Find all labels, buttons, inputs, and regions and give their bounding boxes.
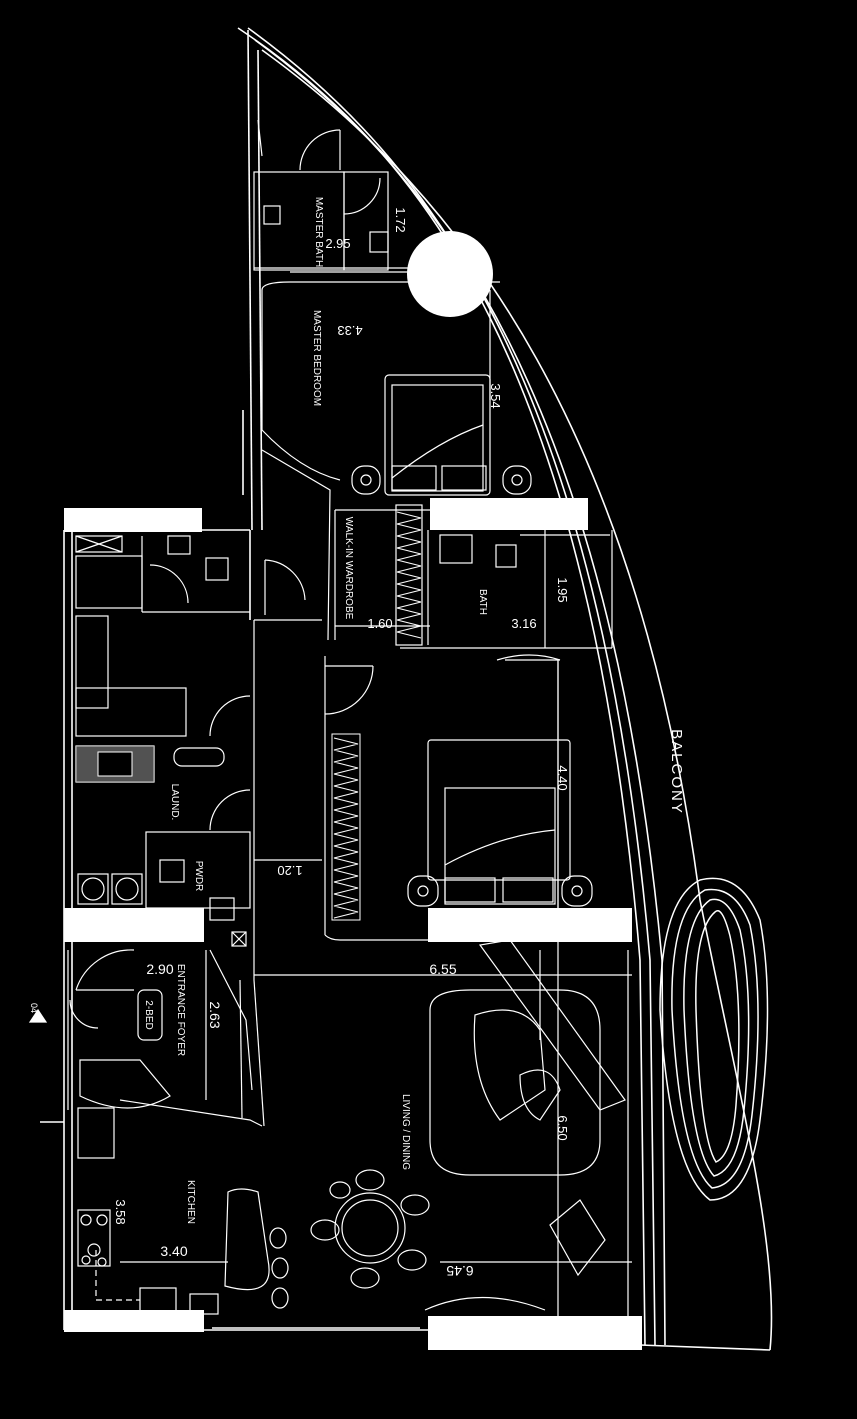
laundry-sink-pattern: [76, 746, 154, 782]
dim-4-33: 4.33: [337, 323, 362, 338]
service-block: [75, 535, 251, 921]
label-bath: BATH: [477, 589, 488, 615]
master-bath: [253, 119, 410, 273]
label-master-bath: MASTER BATH: [313, 197, 324, 267]
dim-1-72: 1.72: [393, 207, 408, 232]
dim-6-55: 6.55: [429, 961, 456, 977]
dim-6-50: 6.50: [555, 1115, 570, 1140]
dim-2-95: 2.95: [325, 236, 350, 251]
entrance-foyer: [28, 931, 265, 1127]
dim-1-60: 1.60: [367, 616, 392, 631]
dim-6-45: 6.45: [446, 1263, 473, 1279]
label-laund: LAUND.: [169, 784, 180, 821]
kitchen: [77, 1107, 289, 1317]
corridor: [253, 559, 322, 980]
balcony-planter: [659, 877, 769, 1201]
dim-2-63: 2.63: [207, 1001, 223, 1028]
dimension-labels: 2.95 1.72 4.33 3.54 1.60 3.16 1.95 4.40 …: [113, 207, 570, 1279]
label-master-bedroom: MASTER BEDROOM: [311, 310, 322, 406]
dim-3-40: 3.40: [160, 1243, 187, 1259]
master-bedroom: [261, 281, 532, 496]
label-2bed-tag: 2-BED: [143, 1000, 154, 1029]
dim-3-58: 3.58: [113, 1199, 128, 1224]
dim-2-90: 2.90: [146, 961, 173, 977]
label-pwdr: PWDR: [193, 861, 204, 892]
dim-3-54: 3.54: [488, 383, 503, 408]
room-labels: MASTER BATH MASTER BEDROOM WALK-IN WARDR…: [29, 197, 685, 1224]
dim-4-40: 4.40: [555, 765, 570, 790]
walkin-wardrobe: [261, 449, 612, 649]
label-walkin-wardrobe: WALK-IN WARDROBE: [343, 517, 354, 620]
dim-1-20: 1.20: [277, 863, 302, 878]
curved-facade: [237, 27, 773, 1351]
label-entrance-foyer: ENTRANCE FOYER: [175, 964, 186, 1056]
label-kitchen: KITCHEN: [185, 1180, 196, 1224]
dim-3-16: 3.16: [511, 616, 536, 631]
label-balcony: BALCONY: [668, 729, 685, 815]
living-dining: [254, 660, 632, 1350]
label-entry-marker: 04: [29, 1003, 39, 1013]
dim-1-95: 1.95: [555, 577, 570, 602]
wardrobe-hangers: [331, 511, 422, 921]
structural-columns: [64, 498, 642, 1350]
round-tub-icon: [407, 231, 493, 317]
bath-2: [439, 530, 613, 661]
label-living-dining: LIVING / DINING: [400, 1094, 411, 1170]
